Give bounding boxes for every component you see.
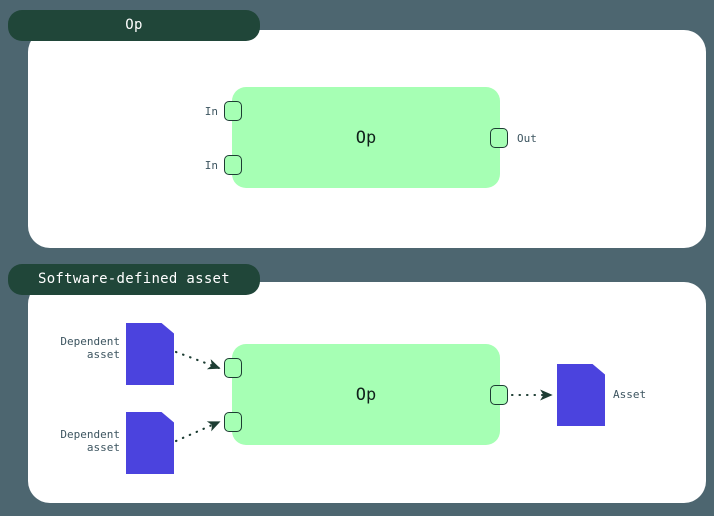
dependent-asset-label-1-line1: Dependent (60, 335, 120, 348)
op-box-1-output-label: Out (517, 132, 537, 145)
op-box-1-input-port-1[interactable] (224, 101, 242, 121)
op-box-1-input-port-2[interactable] (224, 155, 242, 175)
panel-software-defined-asset-tab[interactable]: Software-defined asset (8, 264, 260, 295)
dependent-asset-label-1: Dependent asset (20, 335, 120, 361)
dependent-asset-label-2-line2: asset (86, 441, 120, 454)
op-box-2-output-port[interactable] (490, 385, 508, 405)
op-box-1-label: Op (355, 127, 377, 148)
edge-dependent-2-to-input-2 (174, 420, 221, 443)
dependent-asset-label-1-line2: asset (86, 348, 120, 361)
dependent-asset-icon-2[interactable] (126, 412, 174, 474)
op-box-1-output-port[interactable] (490, 128, 508, 148)
asset-icon-output[interactable] (557, 364, 605, 426)
op-box-1-input-label-1: In (204, 105, 218, 118)
asset-output-label: Asset (613, 388, 647, 401)
op-box-2-input-port-2[interactable] (224, 412, 242, 432)
op-box-1[interactable]: Op (232, 87, 500, 188)
op-box-2[interactable]: Op (232, 344, 500, 445)
dependent-asset-label-2: Dependent asset (20, 428, 120, 454)
op-box-2-label: Op (355, 384, 377, 405)
dependent-asset-icon-1[interactable] (126, 323, 174, 385)
edge-dependent-1-to-input-1 (174, 350, 221, 370)
panel-op-tab[interactable]: Op (8, 10, 260, 41)
op-box-2-input-port-1[interactable] (224, 358, 242, 378)
dependent-asset-label-2-line1: Dependent (60, 428, 120, 441)
op-box-1-input-label-2: In (204, 159, 218, 172)
